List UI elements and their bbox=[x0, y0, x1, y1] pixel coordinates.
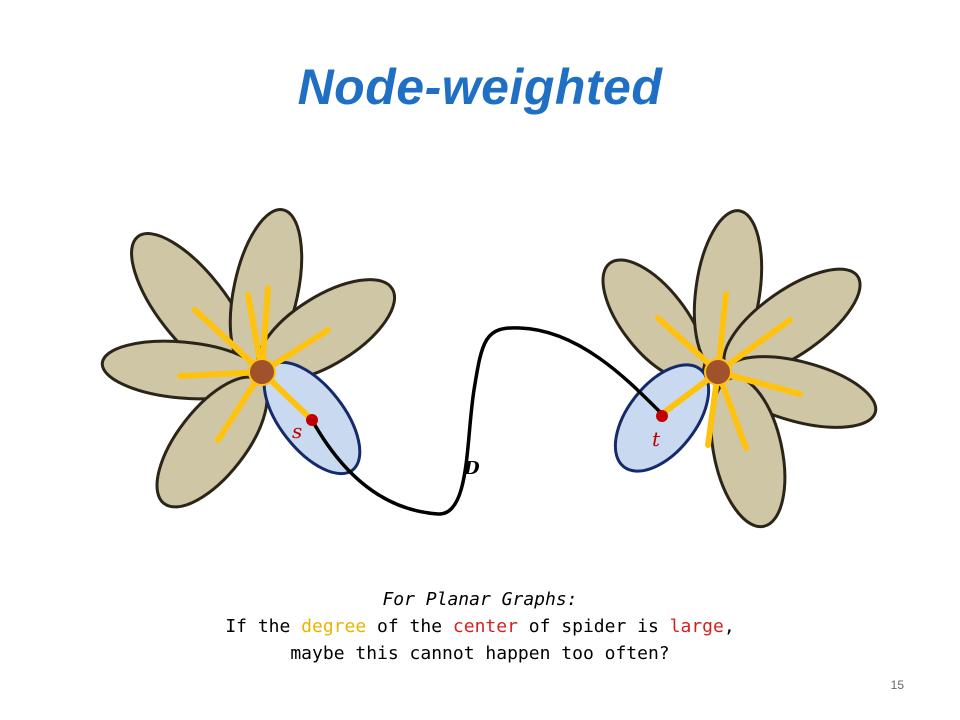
caption-text: of spider is bbox=[517, 616, 670, 637]
left-spoke bbox=[259, 285, 271, 375]
caption-text: of the bbox=[366, 616, 453, 637]
terminal-t-point bbox=[656, 410, 668, 422]
left-spoke bbox=[192, 307, 265, 375]
right-spider-center bbox=[704, 358, 732, 386]
caption-line-2: If the degree of the center of spider is… bbox=[0, 613, 960, 640]
caption-center: center bbox=[452, 616, 518, 637]
caption: For Planar Graphs: If the degree of the … bbox=[0, 586, 960, 667]
slide-title: Node-weighted bbox=[297, 59, 663, 115]
label-s: s bbox=[292, 419, 302, 443]
right-spoke bbox=[715, 369, 803, 397]
caption-line-3: maybe this cannot happen too often? bbox=[290, 643, 670, 664]
terminal-s-point bbox=[306, 414, 318, 426]
left-spider bbox=[100, 208, 397, 509]
caption-text: If the bbox=[225, 616, 302, 637]
caption-large: large bbox=[669, 616, 724, 637]
path-d bbox=[310, 326, 664, 516]
left-spider-center bbox=[248, 358, 276, 386]
label-t: t bbox=[652, 427, 661, 451]
page-number: 15 bbox=[890, 678, 904, 692]
caption-line-1: For Planar Graphs: bbox=[382, 589, 578, 610]
right-spoke bbox=[715, 317, 793, 375]
caption-text: , bbox=[723, 616, 735, 637]
label-path-d: D bbox=[463, 458, 480, 479]
right-spider bbox=[601, 209, 878, 529]
caption-degree: degree bbox=[301, 616, 367, 637]
